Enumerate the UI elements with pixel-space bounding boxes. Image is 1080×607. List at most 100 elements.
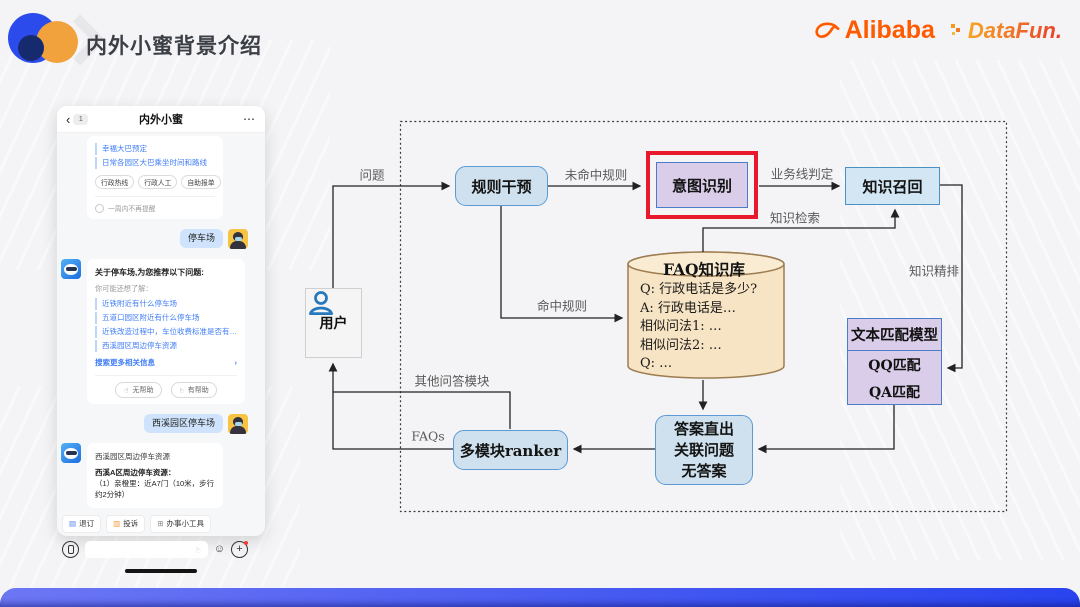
divider — [95, 196, 215, 197]
answer-line: 答案直出 — [673, 419, 734, 438]
message-input[interactable]: ☞ — [85, 540, 208, 558]
menu-ellipsis-icon[interactable]: ⋯ — [243, 112, 256, 126]
bot-card-recommend: 关于停车场,为您推荐以下问题: 你可能还想了解： 近铁附近有什么停车场 五道口园… — [87, 259, 245, 404]
unhelpful-label: 无帮助 — [132, 387, 154, 394]
user-avatar — [228, 414, 248, 434]
page-title: 内外小蜜背景介绍 — [86, 35, 262, 58]
node-knowledge-recall: 知识召回 — [845, 167, 940, 205]
flowchart: 用户 规则干预 意图识别 知识召回 FAQ知识库 Q: 行政电话是多少? A: … — [300, 118, 1015, 520]
brand-logos: Alibaba DataFun. — [813, 16, 1062, 45]
faq-line: 相似问法2: … — [640, 337, 722, 353]
faq-line: A: 行政电话是… — [640, 300, 736, 316]
user-avatar — [228, 229, 248, 249]
edge-label-business-line: 业务线判定 — [770, 166, 834, 182]
voice-mic-icon[interactable] — [62, 540, 79, 558]
edge-faq-to-recall — [702, 208, 900, 252]
unhelpful-button[interactable]: ☞ 无帮助 — [115, 382, 162, 398]
suggested-question[interactable]: 五道口园区附近有什么停车场 — [95, 312, 237, 324]
edge-label-rule-hit: 命中规则 — [536, 298, 588, 314]
chat-title: 内外小蜜 — [139, 114, 183, 126]
text-match-title: 文本匹配模型 — [848, 319, 941, 351]
user-bubble: 西溪园区停车场 — [143, 414, 223, 433]
faq-line: Q: … — [640, 356, 673, 371]
helpful-button[interactable]: ☞ 有帮助 — [170, 382, 217, 398]
complaint-button[interactable]: ▥ 投诉 — [106, 514, 146, 533]
edge-user-to-rule — [332, 181, 451, 288]
edge-match-to-answer — [757, 405, 895, 454]
quick-chips: 行政热线 行政人工 自助报单 — [95, 175, 221, 189]
tools-grid-icon: ⊞ — [157, 518, 164, 528]
faq-line: 相似问法1: … — [640, 319, 722, 334]
phone-screenshot: ‹ 1 内外小蜜 ⋯ 幸福大巴预定 日常各园区大巴乘坐时间和路线 行政热线 行政… — [57, 106, 265, 573]
suggested-question[interactable]: 西溪园区周边停车资源 — [95, 340, 237, 352]
answer-card-title: 西溪园区周边停车资源 — [95, 452, 170, 461]
user-bubble: 停车场 — [179, 229, 223, 248]
dotted-boundary — [399, 120, 1008, 513]
divider — [95, 375, 237, 376]
notification-dot — [243, 540, 248, 546]
edge-label-knowledge-retrieve: 知识检索 — [769, 210, 821, 226]
bot-message-row: 关于停车场,为您推荐以下问题: 你可能还想了解： 近铁附近有什么停车场 五道口园… — [61, 259, 245, 404]
node-multi-module-ranker: 多模块ranker — [453, 430, 568, 470]
emoji-smiley-icon[interactable]: ☺ — [213, 542, 225, 555]
thumb-up-icon[interactable]: ☞ — [193, 545, 203, 553]
bot-message-row: 西溪园区周边停车资源 西溪A区周边停车资源： （1）亲橙里：近A7门（10米，步… — [61, 443, 223, 508]
faq-db-content: Q: 行政电话是多少? A: 行政电话是… 相似问法1: … 相似问法2: … … — [640, 281, 780, 374]
user-person-icon — [309, 291, 333, 315]
bot-card-title: 关于停车场,为您推荐以下问题: — [95, 268, 204, 277]
answer-line: 关联问题 — [673, 440, 734, 459]
complaint-label: 投诉 — [123, 519, 139, 529]
bot-card-answer: 西溪园区周边停车资源 西溪A区周边停车资源： （1）亲橙里：近A7门（10米，步… — [87, 443, 223, 508]
edge-label-knowledge-rerank: 知识精排 — [908, 263, 960, 279]
chip-hotline[interactable]: 行政热线 — [95, 175, 135, 189]
search-more-link[interactable]: 搜索更多相关信息 › — [95, 357, 237, 368]
node-user-label: 用户 — [319, 316, 348, 332]
node-user: 用户 — [305, 288, 362, 358]
edge-other-modules-to-ranker — [333, 391, 511, 429]
checkbox-circle-icon[interactable] — [95, 203, 104, 213]
node-text-match-model: 文本匹配模型 QQ匹配 QA匹配 — [847, 318, 942, 405]
logo-circle-navy — [18, 35, 44, 61]
faq-line: Q: 行政电话是多少? — [640, 282, 758, 297]
chip-selfservice[interactable]: 自助报单 — [181, 175, 221, 189]
bot-card-top: 幸福大巴预定 日常各园区大巴乘坐时间和路线 行政热线 行政人工 自助报单 一周内… — [87, 136, 223, 219]
node-rule-intervention: 规则干预 — [455, 166, 548, 206]
chip-manual[interactable]: 行政人工 — [138, 175, 178, 189]
answer-line: 无答案 — [681, 461, 727, 480]
unsubscribe-label: 退订 — [79, 519, 95, 529]
chevron-right-icon: › — [234, 358, 238, 367]
back-chevron-icon: ‹ — [66, 111, 71, 127]
bottom-accent-bar — [0, 588, 1080, 607]
bot-avatar — [61, 259, 81, 279]
suggested-question[interactable]: 近铁改造过程中，车位收费标准是否有… — [95, 326, 237, 338]
qq-match-item: QQ匹配 — [868, 357, 921, 374]
datafun-logo-text: DataFun. — [967, 17, 1062, 43]
user-message-row: 西溪园区停车场 — [57, 414, 265, 434]
unsubscribe-button[interactable]: ▤ 退订 — [62, 514, 102, 533]
chat-toolbar: ▤ 退订 ▥ 投诉 ⊞ 办事小工具 — [62, 514, 261, 533]
unsubscribe-icon: ▤ — [69, 518, 77, 528]
faq-database-cylinder — [627, 251, 785, 379]
edge-label-other-modules: 其他问答模块 — [414, 373, 490, 389]
qa-match-item: QA匹配 — [868, 384, 921, 401]
node-intent-recognition: 意图识别 — [656, 162, 748, 208]
edge-label-rule-miss: 未命中规则 — [564, 167, 628, 183]
highlight-red-box: 意图识别 — [646, 151, 758, 219]
tools-label: 办事小工具 — [166, 519, 204, 529]
phone-navbar: ‹ 1 内外小蜜 ⋯ — [57, 106, 265, 133]
faq-link[interactable]: 日常各园区大巴乘坐时间和路线 — [95, 157, 215, 169]
suggested-question[interactable]: 近铁附近有什么停车场 — [95, 298, 237, 310]
faq-link[interactable]: 幸福大巴预定 — [95, 143, 215, 155]
alibaba-logo-text: Alibaba — [844, 16, 935, 44]
alibaba-logo: Alibaba — [813, 16, 935, 45]
mute-checkbox-row[interactable]: 一周内不再提醒 — [95, 203, 215, 213]
tools-button[interactable]: ⊞ 办事小工具 — [150, 514, 211, 533]
home-indicator — [125, 568, 197, 573]
bot-card-subtitle: 你可能还想了解： — [95, 284, 153, 293]
back-button[interactable]: ‹ 1 — [66, 113, 106, 126]
plus-button[interactable]: + — [231, 540, 248, 558]
edge-rule-to-faq — [500, 206, 624, 323]
faq-db-title: FAQ知识库 — [662, 260, 746, 279]
edge-label-question: 问题 — [359, 167, 385, 183]
